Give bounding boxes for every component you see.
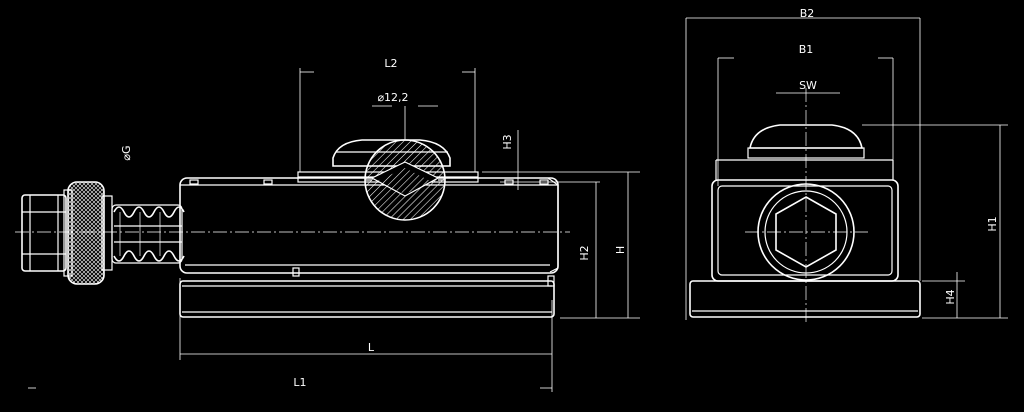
label-h3: H3 [501, 134, 514, 149]
label-diameter-g: ⌀G [120, 145, 133, 160]
label-l: L [368, 341, 375, 354]
end-base [689, 280, 921, 318]
side-view [15, 68, 640, 392]
label-l1: L1 [293, 376, 306, 389]
hex-nut [21, 194, 67, 272]
knurled-nut [63, 181, 113, 285]
label-diameter-12-2: ⌀12,2 [377, 91, 408, 104]
label-h: H [614, 246, 627, 254]
label-h4: H4 [944, 289, 957, 304]
section-ball [364, 139, 446, 221]
label-b1: B1 [799, 43, 814, 56]
ball-cap [332, 139, 451, 167]
label-l2: L2 [384, 57, 397, 70]
label-sw: SW [799, 79, 817, 92]
label-h1: H1 [986, 216, 999, 231]
label-h2: H2 [578, 245, 591, 260]
label-b2: B2 [800, 7, 815, 20]
end-view [685, 17, 1008, 325]
end-ball-cap [749, 124, 863, 149]
threaded-spindle [111, 204, 185, 264]
